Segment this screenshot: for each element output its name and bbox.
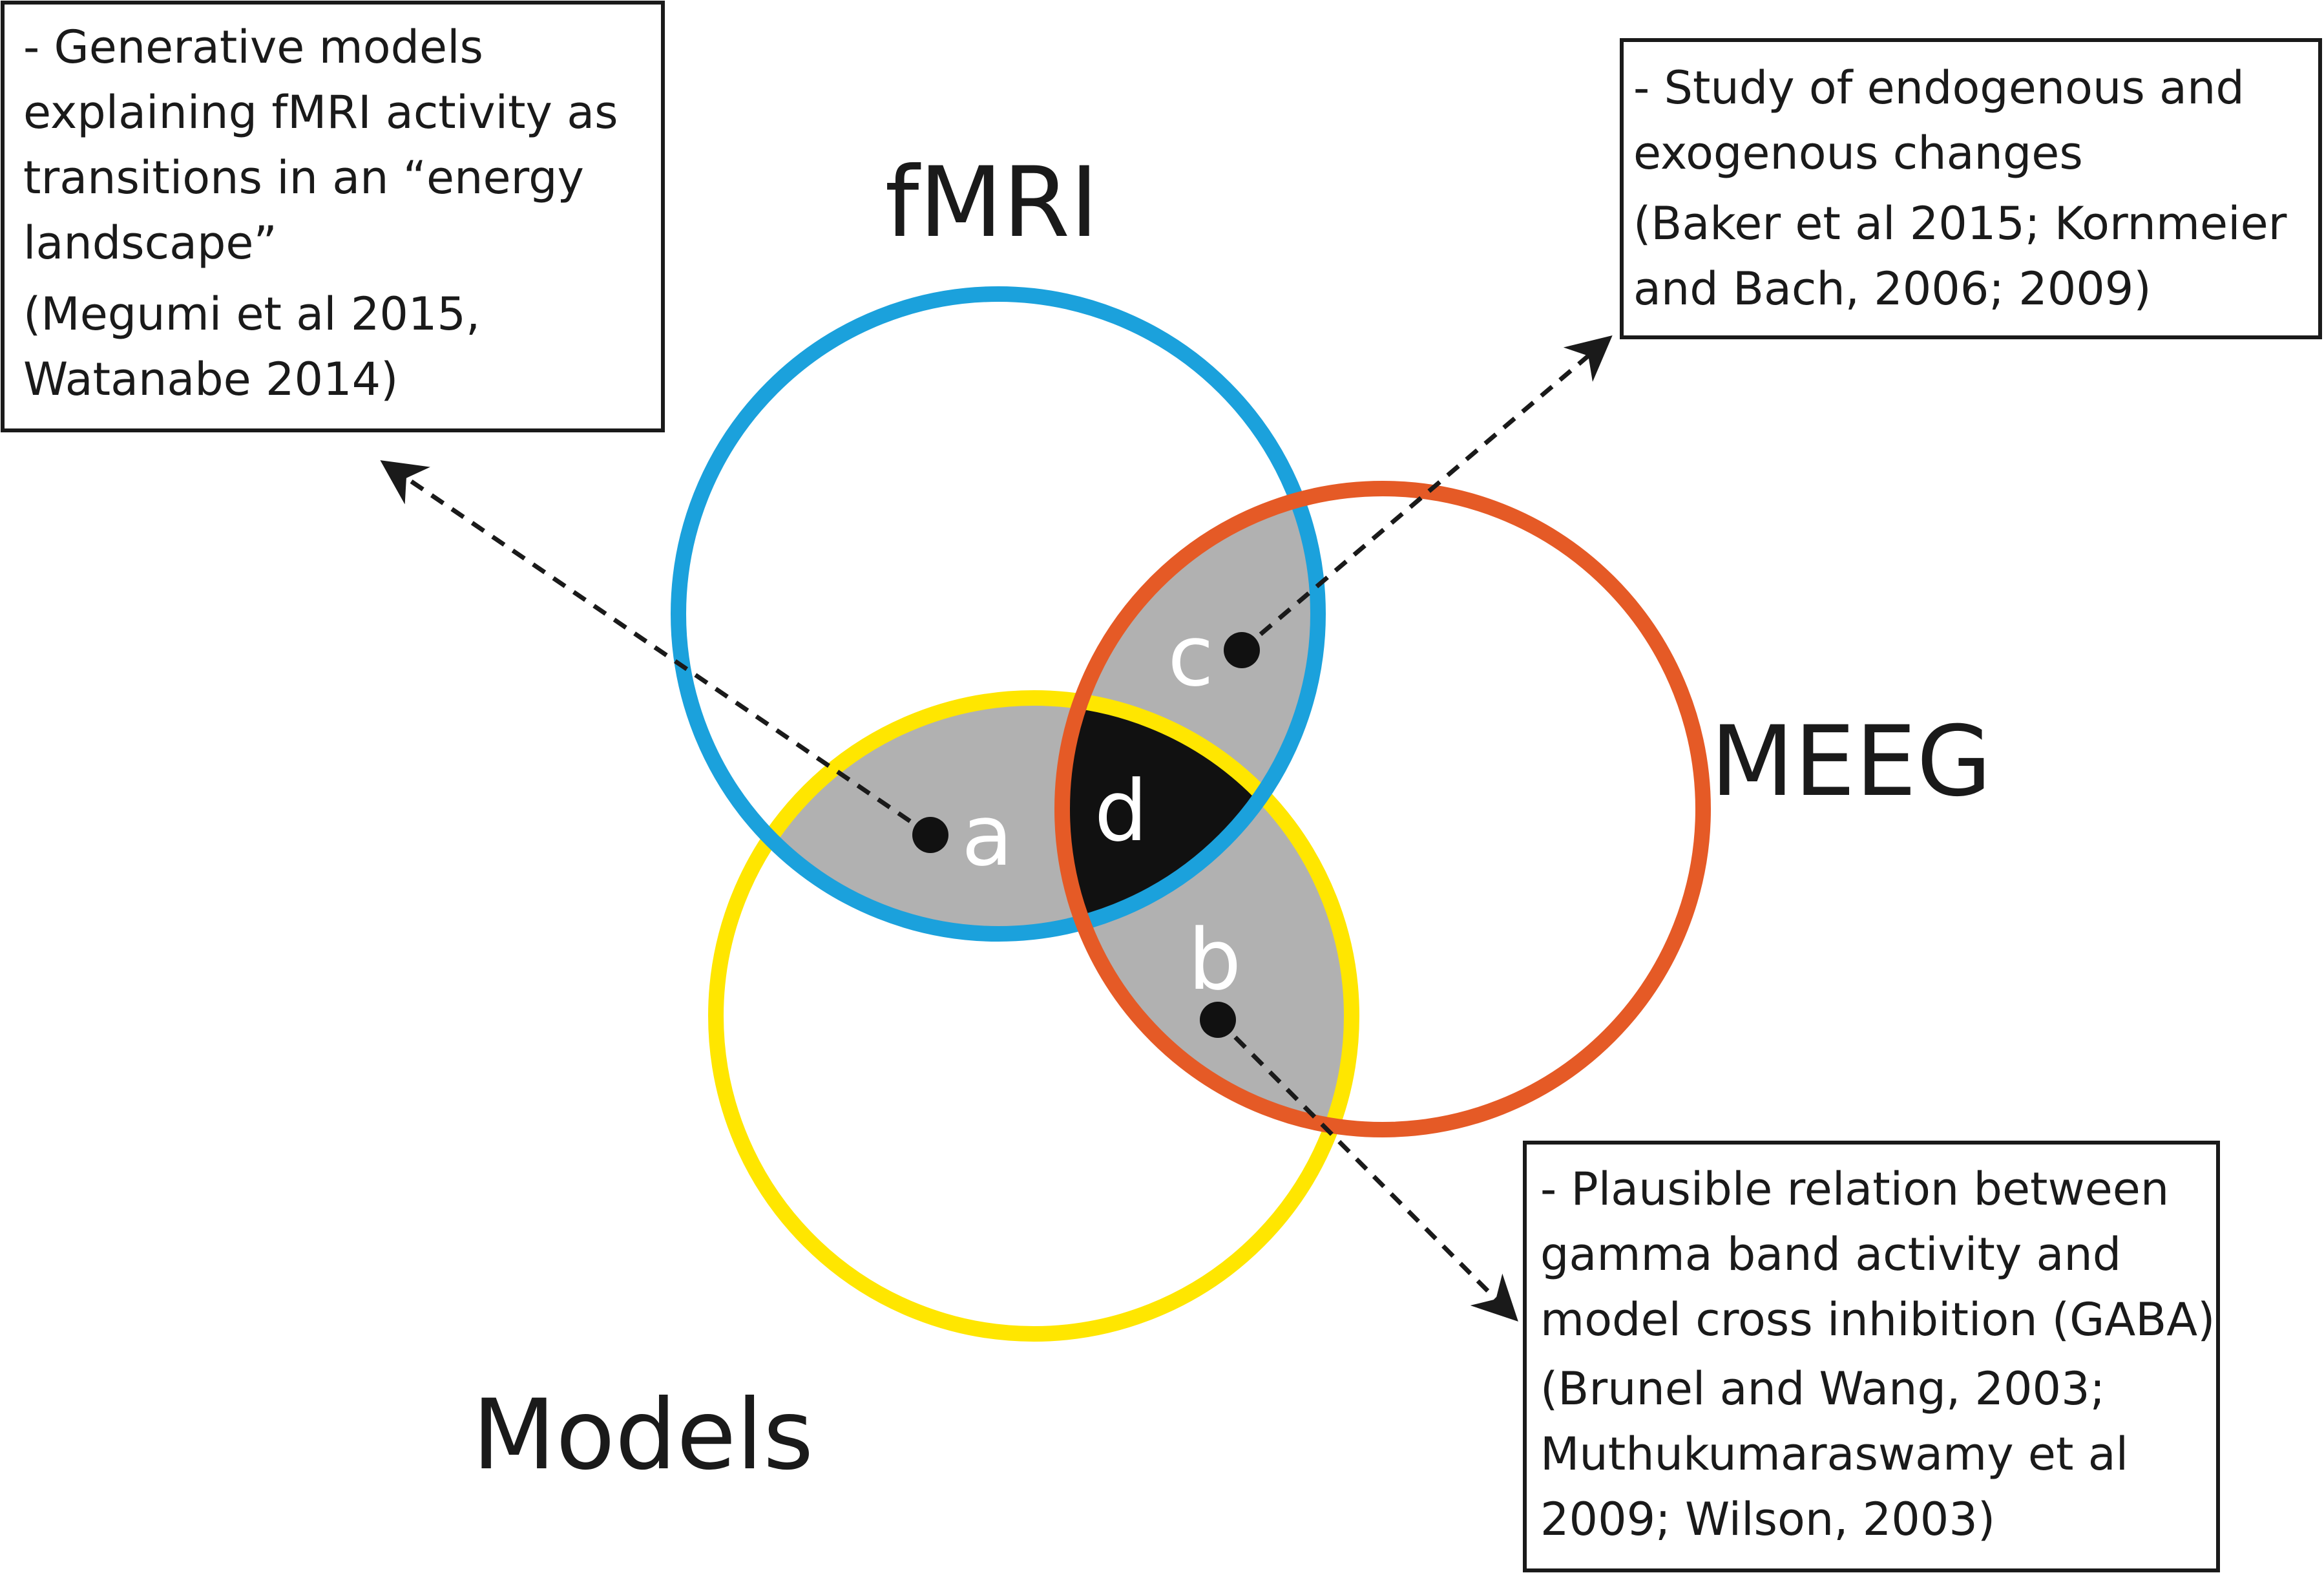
region-d-label: d xyxy=(1094,762,1148,860)
region-a-dot xyxy=(912,817,948,853)
box-line: and Bach, 2006; 2009) xyxy=(1633,262,2151,315)
region-c-fill xyxy=(1062,489,1318,934)
region-b-label: b xyxy=(1188,911,1242,1009)
region-c-dot xyxy=(1224,632,1260,668)
annotation-box-fmri-meeg: - Study of endogenous and exogenous chan… xyxy=(1620,38,2322,339)
box-line: (Baker et al 2015; Kornmeier xyxy=(1633,197,2287,250)
arrow-b-connector xyxy=(1216,1018,1518,1322)
box-line: explaining fMRI activity as xyxy=(23,86,618,139)
meeg-label: MEEG xyxy=(1710,706,1991,818)
models-circle xyxy=(708,690,1359,1342)
box-line: (Brunel and Wang, 2003; xyxy=(1540,1362,2105,1415)
box-line: Muthukumaraswamy et al xyxy=(1540,1428,2128,1481)
box-line: - Plausible relation between xyxy=(1540,1163,2169,1216)
region-d-fill xyxy=(1062,698,1318,934)
box-line: landscape” xyxy=(23,216,277,269)
arrow-c-connector xyxy=(1240,335,1613,652)
region-b-dot xyxy=(1200,1002,1236,1038)
annotation-box-meeg-models: - Plausible relation between gamma band … xyxy=(1523,1141,2220,1572)
meeg-circle xyxy=(1054,481,1711,1137)
box-line: transitions in an “energy xyxy=(23,151,584,204)
box-line: 2009; Wilson, 2003) xyxy=(1540,1493,1995,1546)
fmri-circle xyxy=(671,286,1326,942)
box-line: - Generative models xyxy=(23,21,483,74)
region-c-label: c xyxy=(1167,607,1213,705)
box-line: model cross inhibition (GABA) xyxy=(1540,1293,2215,1346)
models-label: Models xyxy=(472,1379,814,1492)
annotation-box-fmri-models: - Generative models explaining fMRI acti… xyxy=(1,1,665,432)
region-a-label: a xyxy=(961,786,1013,885)
box-line: - Study of endogenous and xyxy=(1633,61,2245,114)
box-line: gamma band activity and xyxy=(1540,1228,2121,1281)
fmri-label: fMRI xyxy=(885,147,1099,259)
box-line: (Megumi et al 2015, xyxy=(23,288,480,341)
box-line: exogenous changes xyxy=(1633,127,2083,180)
box-line: Watanabe 2014) xyxy=(23,353,398,406)
arrow-a-connector xyxy=(380,460,932,837)
